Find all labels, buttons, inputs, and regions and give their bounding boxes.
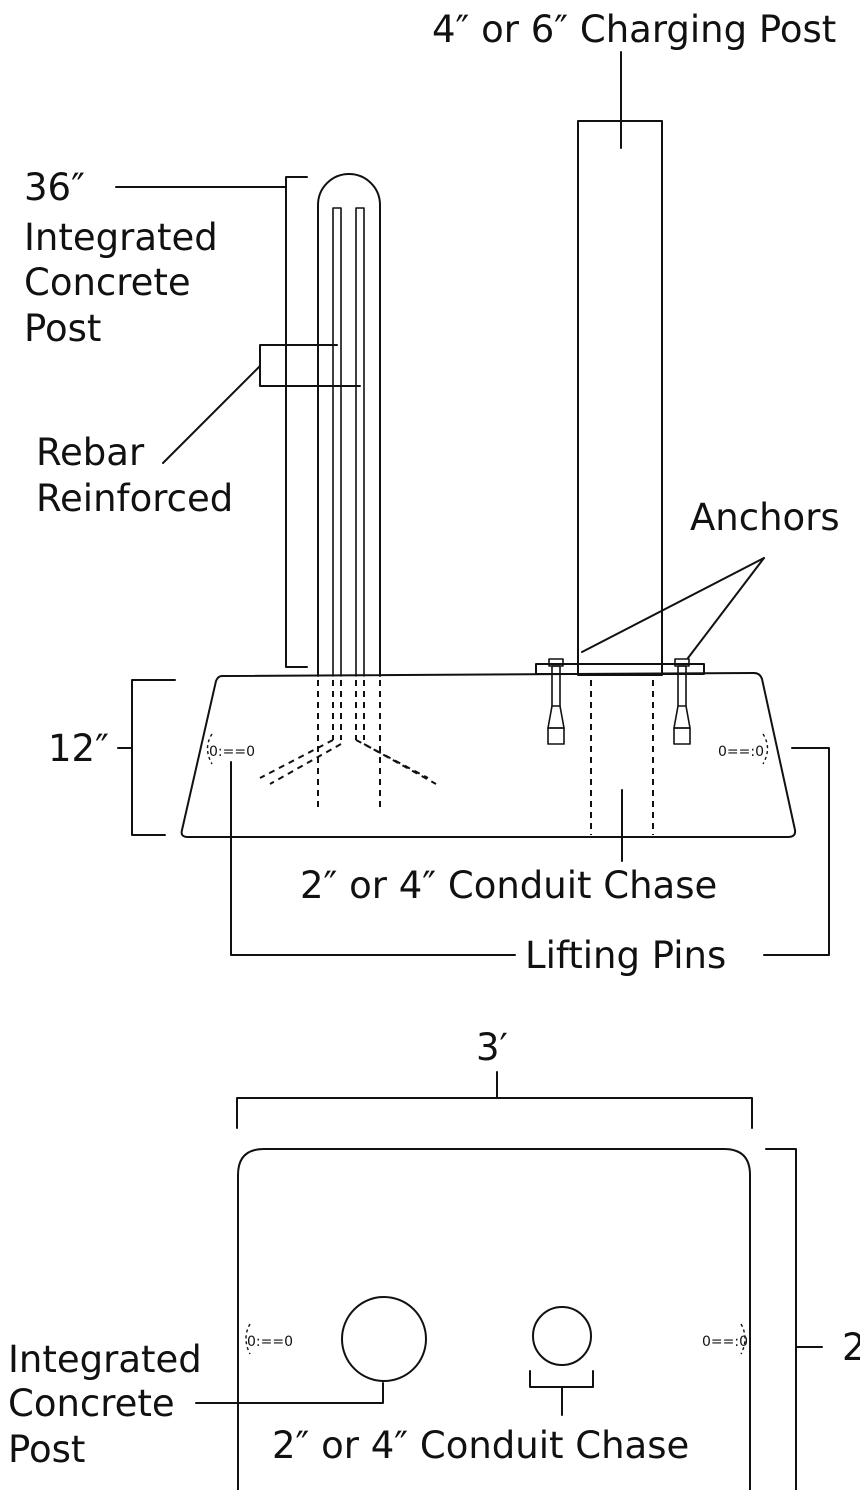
- lifting-pins-bracket-left: [230, 761, 516, 956]
- rebar-label-line1: Rebar: [36, 431, 145, 474]
- lifting-pins-bracket-right: [763, 747, 830, 956]
- svg-text:0==:0: 0==:0: [718, 744, 764, 760]
- post-height-label: 36″: [24, 166, 85, 209]
- svg-text:0==:0: 0==:0: [702, 1334, 748, 1350]
- depth-label: 2: [842, 1326, 860, 1369]
- rebar-leader-line: [162, 365, 261, 464]
- rebar-bar-left: [332, 207, 342, 677]
- plan-view: 3′ 2 0:==0 0==:0 Integrated Concrete Pos…: [8, 1026, 860, 1490]
- base-height-label: 12″: [48, 727, 109, 770]
- plan-conduit-chase-label: 2″ or 4″ Conduit Chase: [272, 1424, 689, 1467]
- lifting-pin-right-plan: 0==:0: [702, 1323, 748, 1355]
- plan-integrated-post-label-line3: Post: [8, 1428, 85, 1471]
- rebar-bar-right: [355, 207, 365, 677]
- anchors-leader-left: [581, 557, 765, 653]
- concrete-base: [180, 672, 797, 838]
- plan-base-outline: [237, 1148, 751, 1490]
- integrated-post-label-line3: Post: [24, 307, 101, 350]
- lifting-pin-right-side: 0==:0: [718, 733, 769, 765]
- rebar-hook-right-2: [363, 743, 437, 785]
- base-plate: [535, 663, 705, 675]
- integrated-concrete-post: [317, 173, 381, 677]
- conduit-chase-label-side: 2″ or 4″ Conduit Chase: [300, 864, 717, 907]
- side-elevation-view: 4″ or 6″ Charging Post 36″ Integrated Co…: [24, 8, 840, 977]
- integrated-post-label-line1: Integrated: [24, 216, 218, 259]
- integrated-post-label-line2: Concrete: [24, 261, 191, 304]
- plan-integrated-post-leader: [195, 1382, 384, 1404]
- charging-post-label: 4″ or 6″ Charging Post: [432, 8, 836, 51]
- lifting-pin-left-plan: 0:==0: [245, 1323, 293, 1355]
- rebar-leader-bracket: [259, 344, 361, 387]
- anchors-leader-right: [687, 557, 765, 659]
- post-height-bracket: [285, 176, 308, 668]
- depth-bracket: [765, 1148, 797, 1490]
- anchor-bolt-left: [547, 658, 565, 745]
- charging-post: [577, 120, 663, 676]
- plan-conduit-bracket: [529, 1370, 594, 1388]
- width-bracket: [236, 1097, 753, 1129]
- plan-integrated-post-label-line1: Integrated: [8, 1338, 202, 1381]
- svg-text:0:==0: 0:==0: [209, 744, 255, 760]
- width-label: 3′: [476, 1026, 508, 1069]
- base-height-bracket: [131, 679, 176, 836]
- lifting-pin-left-side: 0:==0: [206, 733, 255, 765]
- lifting-pins-label: Lifting Pins: [525, 934, 726, 977]
- plan-conduit-chase: [532, 1306, 592, 1366]
- svg-text:0:==0: 0:==0: [247, 1334, 293, 1350]
- rebar-label-line2: Reinforced: [36, 477, 233, 520]
- rebar-hook-left-2: [269, 743, 342, 785]
- plan-integrated-post: [341, 1296, 427, 1382]
- rebar-hook-left-1: [259, 739, 334, 779]
- anchors-label: Anchors: [690, 496, 840, 539]
- anchor-bolt-right: [673, 658, 691, 745]
- plan-integrated-post-label-line2: Concrete: [8, 1382, 175, 1425]
